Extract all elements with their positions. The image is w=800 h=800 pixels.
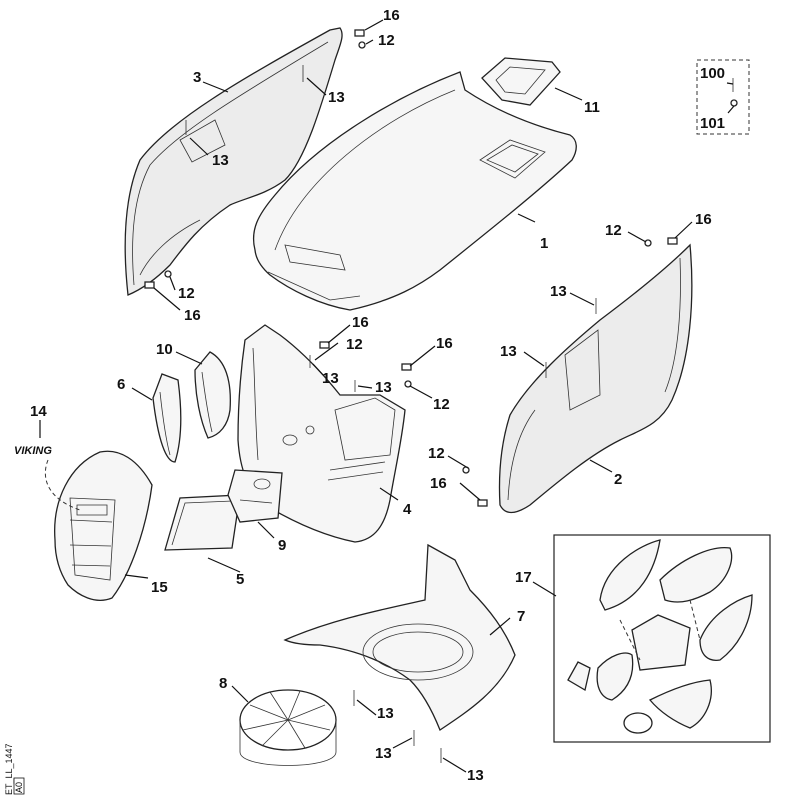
part-5-flat-cover	[165, 495, 240, 550]
callout-16-top: 16	[383, 7, 400, 24]
callout-12-top: 12	[378, 32, 395, 49]
callout-13-right-a: 13	[550, 283, 567, 300]
callout-10: 10	[156, 341, 173, 358]
callout-2: 2	[614, 471, 622, 488]
part-14-logo-badge: VIKING	[14, 445, 81, 511]
fasteners	[144, 29, 738, 763]
callout-13-bottom-a: 13	[377, 705, 394, 722]
callout-15: 15	[151, 579, 168, 596]
callouts: 3 1 2 4 5 6 7 8 9 10 11 14 15 17 16 12 1…	[30, 7, 725, 784]
part-15-front-grille	[55, 451, 152, 600]
callout-16-center: 16	[352, 314, 369, 331]
revision-code: A0	[14, 782, 24, 793]
callout-12-right: 12	[605, 222, 622, 239]
part-17-assembly-inset	[553, 534, 771, 743]
callout-8: 8	[219, 675, 227, 692]
callout-9: 9	[278, 537, 286, 554]
callout-16-left: 16	[184, 307, 201, 324]
callout-16-mid: 16	[436, 335, 453, 352]
callout-101: 101	[700, 115, 725, 132]
leader-lines	[39, 19, 735, 773]
part-3-left-side-panel	[125, 28, 342, 295]
callout-13-center-b: 13	[375, 379, 392, 396]
callout-16-lower: 16	[430, 475, 447, 492]
part-11-vent-frame	[482, 58, 560, 105]
callout-16-right: 16	[695, 211, 712, 228]
callout-13-top: 13	[328, 89, 345, 106]
callout-13-bottom-b: 13	[375, 745, 392, 762]
callout-12-mid: 12	[433, 396, 450, 413]
part-7-lower-shroud	[285, 545, 515, 730]
part-10-side-cover	[195, 352, 230, 438]
part-8-filter-drum	[240, 690, 336, 766]
drawing-code-block: ET_LL_1447 A0	[4, 743, 25, 795]
callout-13-bottom-c: 13	[467, 767, 484, 784]
part-1-hood	[254, 72, 577, 310]
callout-12-lower: 12	[428, 445, 445, 462]
callout-6: 6	[117, 376, 125, 393]
part-6-side-cover	[153, 374, 181, 462]
callout-13-center-a: 13	[322, 370, 339, 387]
part-9-cap-housing	[228, 470, 282, 522]
brand-logo: VIKING	[14, 445, 52, 457]
callout-7: 7	[517, 608, 525, 625]
callout-12-left: 12	[178, 285, 195, 302]
callout-4: 4	[403, 501, 412, 518]
callout-3: 3	[193, 69, 201, 86]
callout-100: 100	[700, 65, 725, 82]
callout-5: 5	[236, 571, 244, 588]
callout-13-right-b: 13	[500, 343, 517, 360]
callout-12-center: 12	[346, 336, 363, 353]
callout-1: 1	[540, 235, 548, 252]
callout-17: 17	[515, 569, 532, 586]
drawing-code: ET_LL_1447	[4, 743, 14, 795]
part-2-right-side-panel	[499, 245, 691, 513]
callout-13-left: 13	[212, 152, 229, 169]
callout-11: 11	[584, 99, 600, 116]
callout-14: 14	[30, 403, 47, 420]
